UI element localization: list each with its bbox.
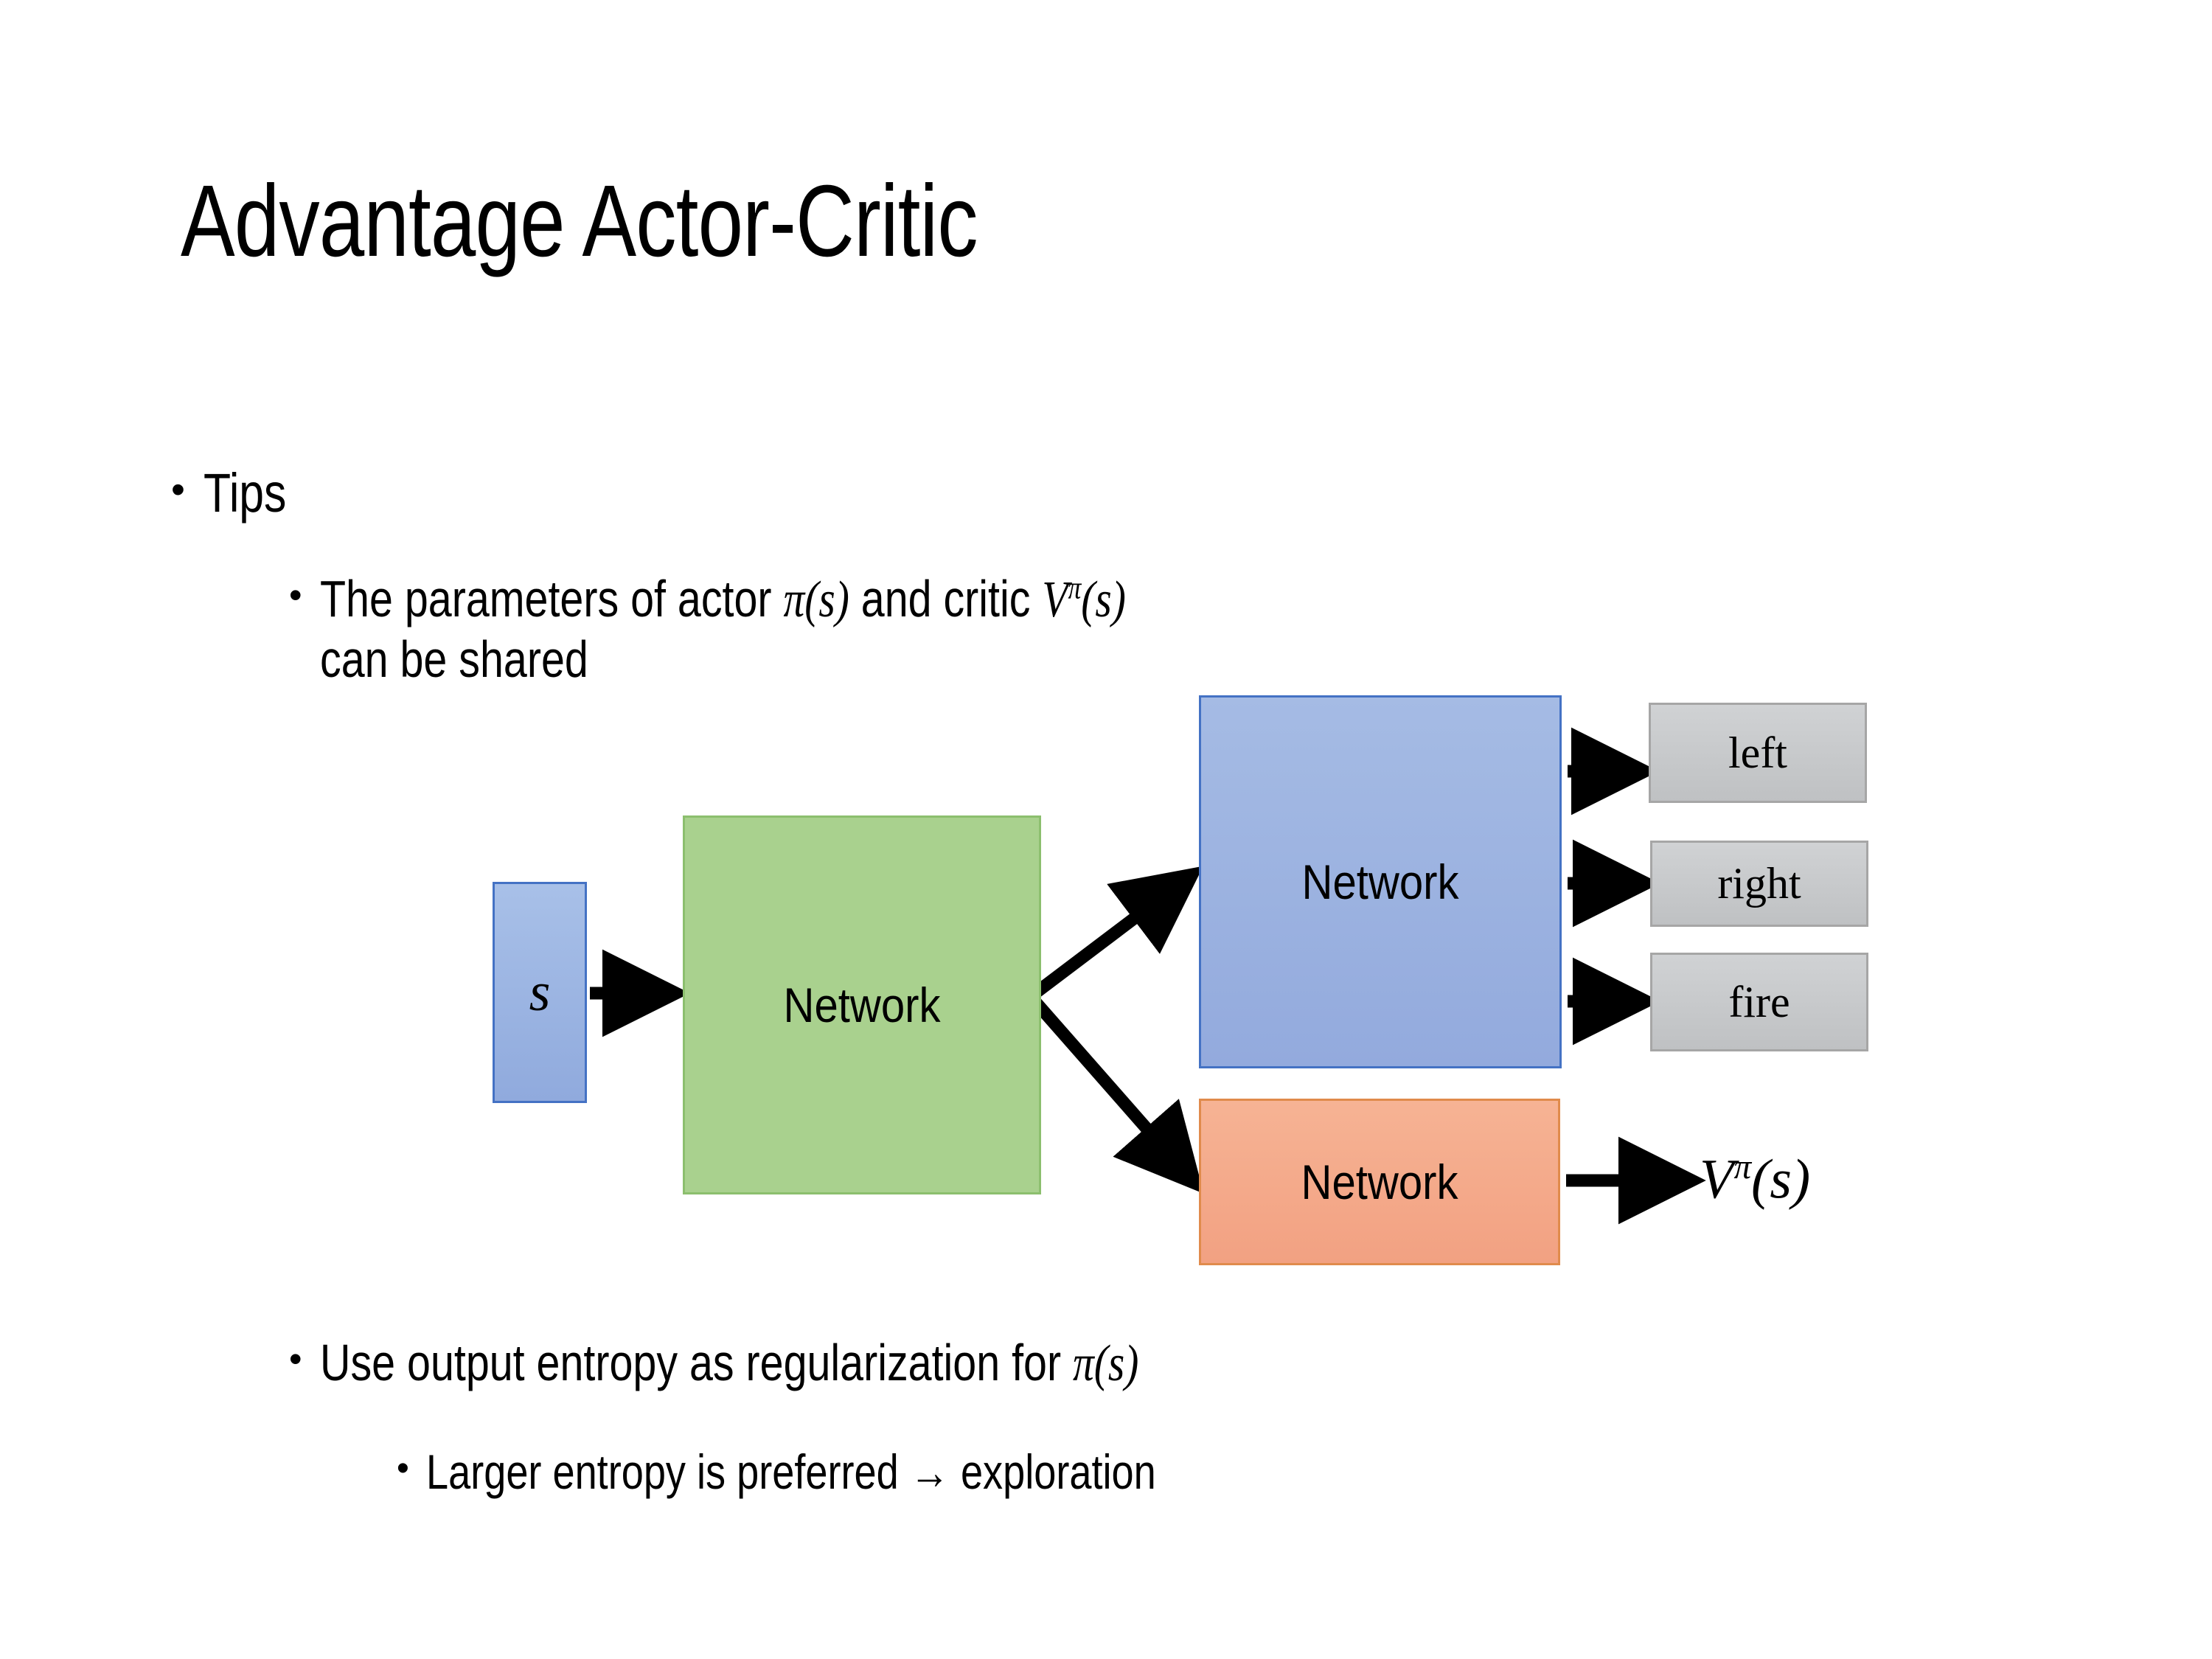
shared-network-box: Network xyxy=(683,815,1041,1194)
critic-output-base: V xyxy=(1700,1148,1734,1211)
bullet-shared-text-1: The parameters of actor xyxy=(320,570,784,627)
shared-network-label: Network xyxy=(783,978,941,1032)
math-pi-s: π(s) xyxy=(783,571,849,628)
actor-network-box: Network xyxy=(1199,695,1562,1068)
bullet-shared-text-line2: can be shared xyxy=(320,630,588,689)
action-label-fire: fire xyxy=(1728,977,1790,1026)
math-v-pi-s: Vπ(s) xyxy=(1042,571,1125,628)
action-output-fire: fire xyxy=(1650,953,1868,1051)
bullet-marker-icon: • xyxy=(397,1449,409,1488)
action-label-left: left xyxy=(1728,728,1787,777)
critic-output-value-label: Vπ(s) xyxy=(1700,1147,1810,1211)
action-output-left: left xyxy=(1649,703,1867,803)
critic-network-box: Network xyxy=(1199,1099,1560,1265)
critic-output-superscript: π xyxy=(1733,1148,1752,1186)
bullet-shared-parameters: • The parameters of actor π(s) and criti… xyxy=(289,569,2022,689)
bullet-larger-label: Larger entropy is preferred → exploratio… xyxy=(426,1444,1156,1499)
bullet-entropy-regularization: • Use output entropy as regularization f… xyxy=(289,1333,1318,1394)
bullet-marker-icon: • xyxy=(289,1338,302,1380)
bullet-marker-icon: • xyxy=(171,467,185,512)
bullet-tips-label: Tips xyxy=(204,462,287,524)
input-state-label: s xyxy=(529,961,551,1023)
bullet-tips: • Tips xyxy=(171,462,305,524)
action-label-right: right xyxy=(1717,859,1801,908)
bullet-larger-entropy: • Larger entropy is preferred → explorat… xyxy=(397,1444,1316,1500)
math-pi-s: π(s) xyxy=(1073,1335,1139,1392)
arrow-shared-to-critic xyxy=(1027,994,1204,1194)
arrow-shared-to-actor xyxy=(1028,866,1203,1001)
bullet-shared-text-2: and critic xyxy=(849,570,1043,627)
math-v-arg: (s) xyxy=(1081,571,1126,628)
input-state-box: s xyxy=(493,882,587,1103)
page-title: Advantage Actor-Critic xyxy=(181,164,978,278)
bullet-marker-icon: • xyxy=(289,574,302,616)
action-output-right: right xyxy=(1650,841,1868,927)
math-v-base: V xyxy=(1042,571,1068,628)
actor-network-label: Network xyxy=(1301,855,1459,909)
critic-output-arg: (s) xyxy=(1751,1148,1811,1211)
math-v-superscript: π xyxy=(1068,570,1082,606)
critic-network-label: Network xyxy=(1301,1155,1458,1209)
bullet-entropy-text: Use output entropy as regularization for xyxy=(320,1334,1074,1391)
